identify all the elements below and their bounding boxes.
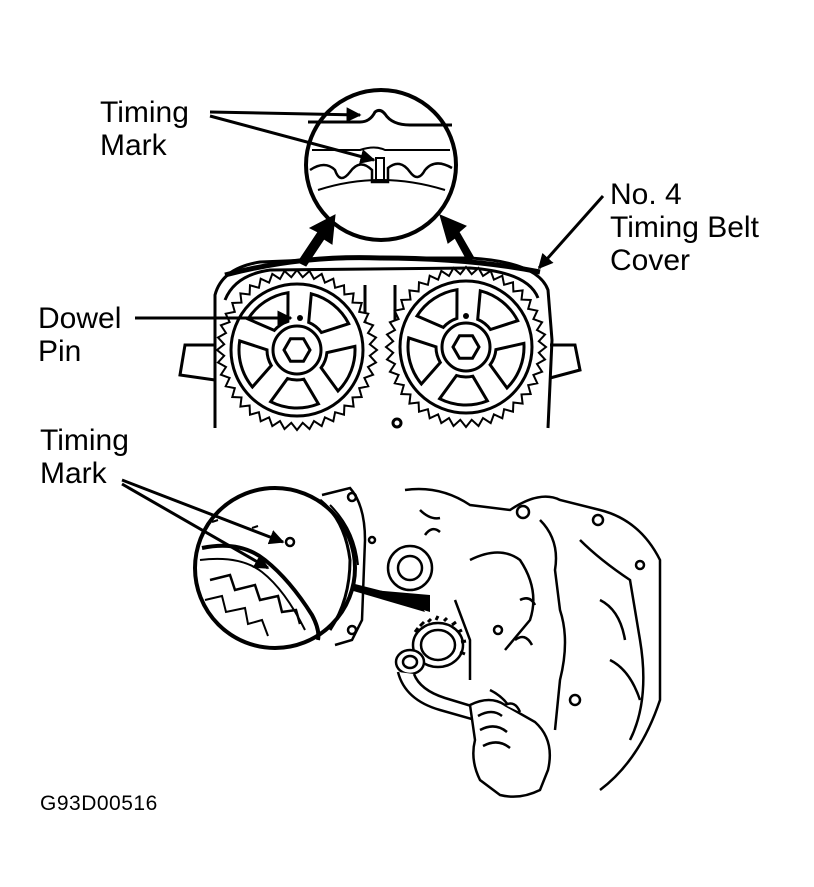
zoom-arrows-top bbox=[297, 214, 475, 267]
left-camshaft-pulley bbox=[215, 268, 379, 432]
arrow-timing-mark-bottom-2 bbox=[121, 482, 270, 570]
right-camshaft-pulley bbox=[384, 265, 548, 429]
belt-cover-line3: Cover bbox=[610, 244, 691, 277]
timing-mark-top-label: Timing Mark bbox=[100, 96, 189, 162]
dowel-pin-line1: Dowel bbox=[38, 302, 122, 335]
timing-mark-zoom-bottom bbox=[193, 486, 359, 650]
timing-belt-cover bbox=[224, 255, 541, 278]
belt-cover-label: No. 4 Timing Belt Cover bbox=[610, 178, 759, 277]
dowel-pin-right bbox=[463, 313, 469, 319]
crank-pulley-rim bbox=[321, 486, 377, 647]
arrow-timing-mark-top-2 bbox=[209, 114, 376, 164]
timing-mark-top-line1: Timing bbox=[100, 96, 189, 129]
timing-mark-bottom-line1: Timing bbox=[40, 424, 129, 457]
belt-cover-line2: Timing Belt bbox=[610, 211, 759, 244]
callout-arrows bbox=[121, 107, 605, 570]
engine-block-lower bbox=[404, 487, 662, 791]
timing-mark-top-line2: Mark bbox=[100, 129, 167, 162]
idler-pulley bbox=[386, 544, 434, 592]
dowel-pin-line2: Pin bbox=[38, 335, 82, 368]
arrow-timing-mark-bottom-1 bbox=[121, 478, 285, 545]
crankshaft-pulley bbox=[411, 615, 467, 669]
dowel-pin-label: Dowel Pin bbox=[38, 302, 121, 368]
timing-mark-bottom-label: Timing Mark bbox=[40, 424, 129, 490]
timing-mark-zoom-top bbox=[304, 88, 458, 242]
belt-cover-line1: No. 4 bbox=[610, 178, 682, 211]
dowel-pin bbox=[297, 315, 303, 321]
arrow-belt-cover bbox=[537, 195, 605, 270]
hand bbox=[468, 698, 552, 798]
wrench-tool bbox=[394, 648, 480, 722]
arrow-timing-mark-top-1 bbox=[209, 107, 362, 123]
timing-mark-bottom-line2: Mark bbox=[40, 457, 107, 490]
figure-code: G93D00516 bbox=[40, 792, 158, 815]
